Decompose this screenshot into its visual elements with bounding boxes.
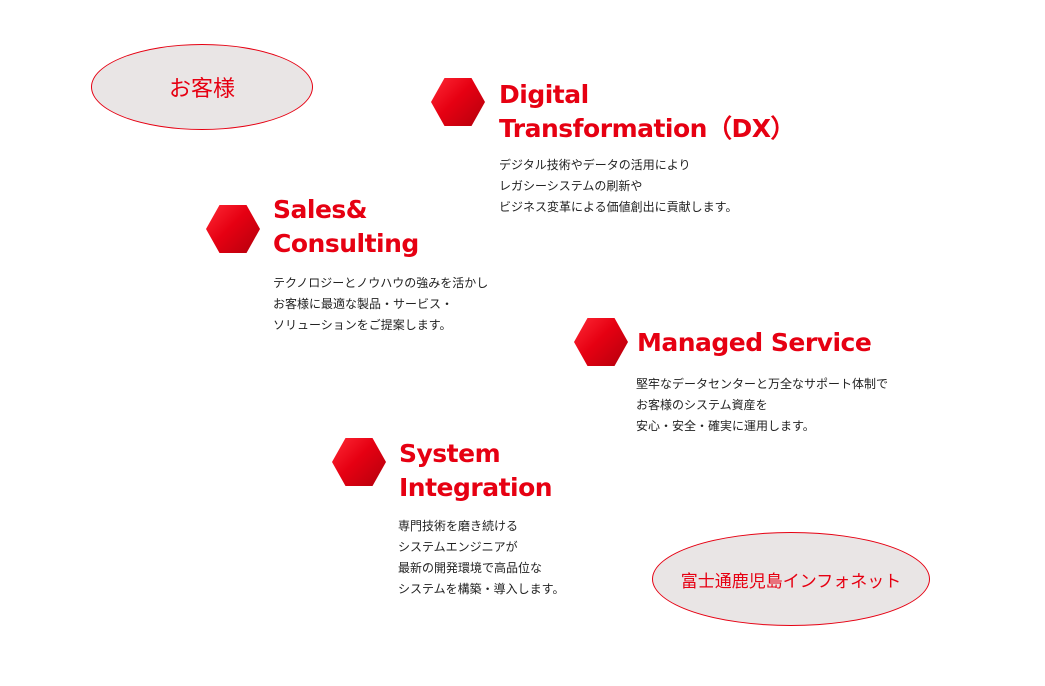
managed-title-line-1: Managed Service [637,328,872,357]
sales-hexagon-icon [206,205,260,253]
si-desc-line-3: 最新の開発環境で高品位な [398,561,543,575]
si-title: System Integration [399,437,553,505]
dx-desc-line-1: デジタル技術やデータの活用により [499,158,691,172]
dx-desc-line-3: ビジネス変革による価値創出に貢献します。 [499,200,738,214]
sales-desc-line-3: ソリューションをご提案します。 [273,318,452,332]
company-node: 富士通鹿児島インフォネット [652,532,930,626]
si-description: 専門技術を磨き続ける システムエンジニアが 最新の開発環境で高品位な システムを… [398,516,564,600]
managed-description: 堅牢なデータセンターと万全なサポート体制で お客様のシステム資産を 安心・安全・… [636,374,888,437]
dx-description: デジタル技術やデータの活用により レガシーシステムの刷新や ビジネス変革による価… [499,155,737,218]
managed-desc-line-2: お客様のシステム資産を [636,398,768,412]
si-hexagon-icon [332,438,386,486]
managed-desc-line-3: 安心・安全・確実に運用します。 [636,419,815,433]
si-desc-line-1: 専門技術を磨き続ける [398,519,519,533]
sales-title-line-1: Sales& [273,195,368,224]
sales-description: テクノロジーとノウハウの強みを活かし お客様に最適な製品・サービス・ ソリューシ… [273,273,488,336]
si-title-line-1: System [399,439,501,468]
dx-title-line-1: Digital [499,80,589,109]
dx-desc-line-2: レガシーシステムの刷新や [499,179,643,193]
dx-title: Digital Transformation（DX） [499,78,796,146]
managed-desc-line-1: 堅牢なデータセンターと万全なサポート体制で [636,377,889,391]
sales-title-line-2: Consulting [273,229,419,258]
sales-title: Sales& Consulting [273,193,419,261]
managed-hexagon-icon [574,318,628,366]
customer-node: お客様 [91,44,313,130]
dx-hexagon-icon [431,78,485,126]
dx-title-line-2: Transformation（DX） [499,114,796,143]
si-desc-line-2: システムエンジニアが [398,540,518,554]
company-label: 富士通鹿児島インフォネット [680,571,902,592]
sales-desc-line-1: テクノロジーとノウハウの強みを活かし [273,276,489,290]
sales-desc-line-2: お客様に最適な製品・サービス・ [273,297,454,311]
customer-label: お客様 [168,77,235,102]
managed-title: Managed Service [637,326,872,360]
si-desc-line-4: システムを構築・導入します。 [398,582,565,596]
si-title-line-2: Integration [399,473,553,502]
